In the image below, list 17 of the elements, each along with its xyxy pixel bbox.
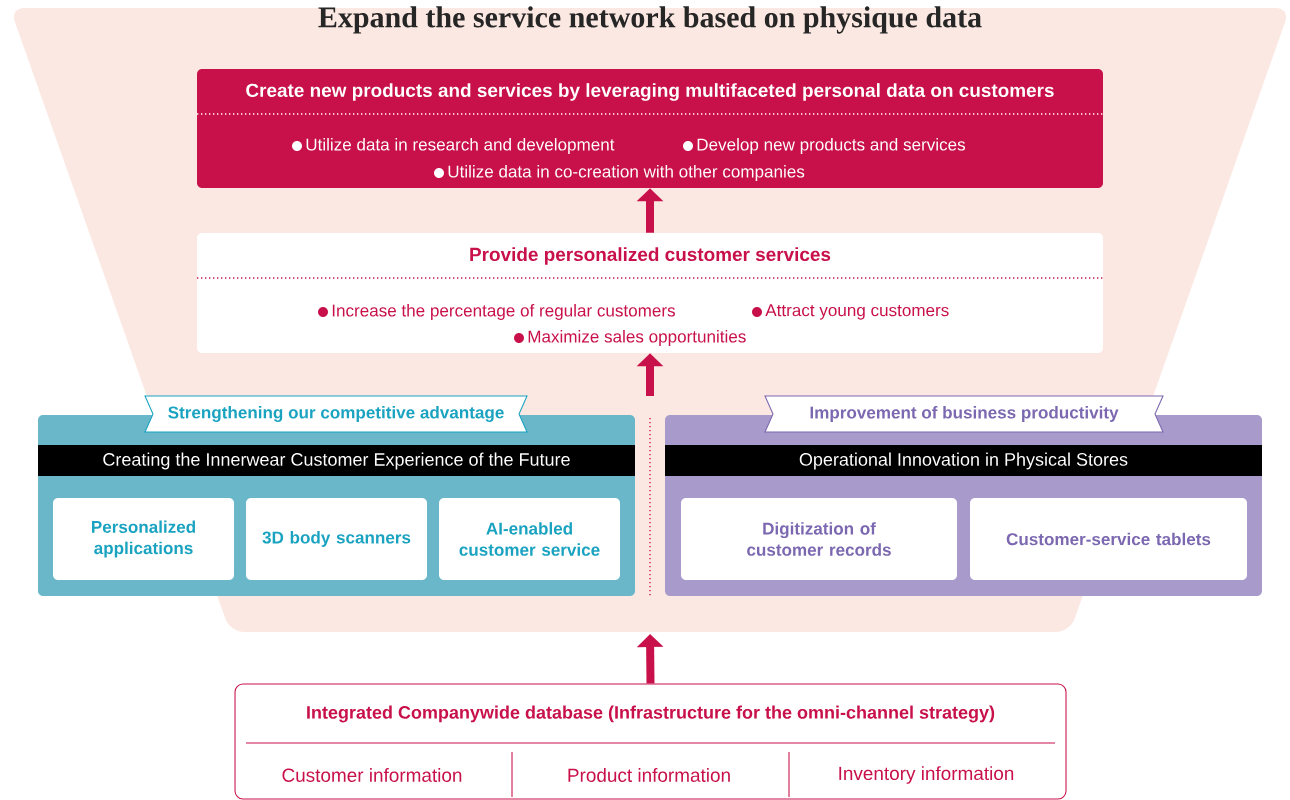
bullet-item: Utilize data in research and development [292, 138, 615, 154]
bullet-item: Utilize data in co-creation with other companies [434, 165, 805, 181]
bullet-item: Increase the percentage of regular customers [318, 304, 675, 320]
title: Expand the service network based on physique data [318, 6, 982, 34]
table-cell: Customer information [282, 768, 462, 782]
feature-box: AI-enabled customer service [439, 498, 620, 580]
table-cell: Inventory information [839, 766, 1014, 784]
feature-box: Digitization of customer records [681, 498, 957, 580]
feature-box: Personalized applications [53, 498, 234, 580]
table-cell: Product information [568, 768, 730, 782]
bullet-item: Attract young customers [752, 304, 949, 320]
heading-band: Creating the Innerwear Customer Experience of the Future [38, 445, 635, 476]
heading-band: Operational Innovation in Physical Stores [665, 445, 1262, 476]
bullet-item: Maximize sales opportunities [514, 330, 746, 346]
feature-box: Customer-service tablets [970, 498, 1247, 580]
bullet-item: Develop new products and services [683, 138, 965, 154]
feature-box: 3D body scanners [246, 498, 427, 580]
